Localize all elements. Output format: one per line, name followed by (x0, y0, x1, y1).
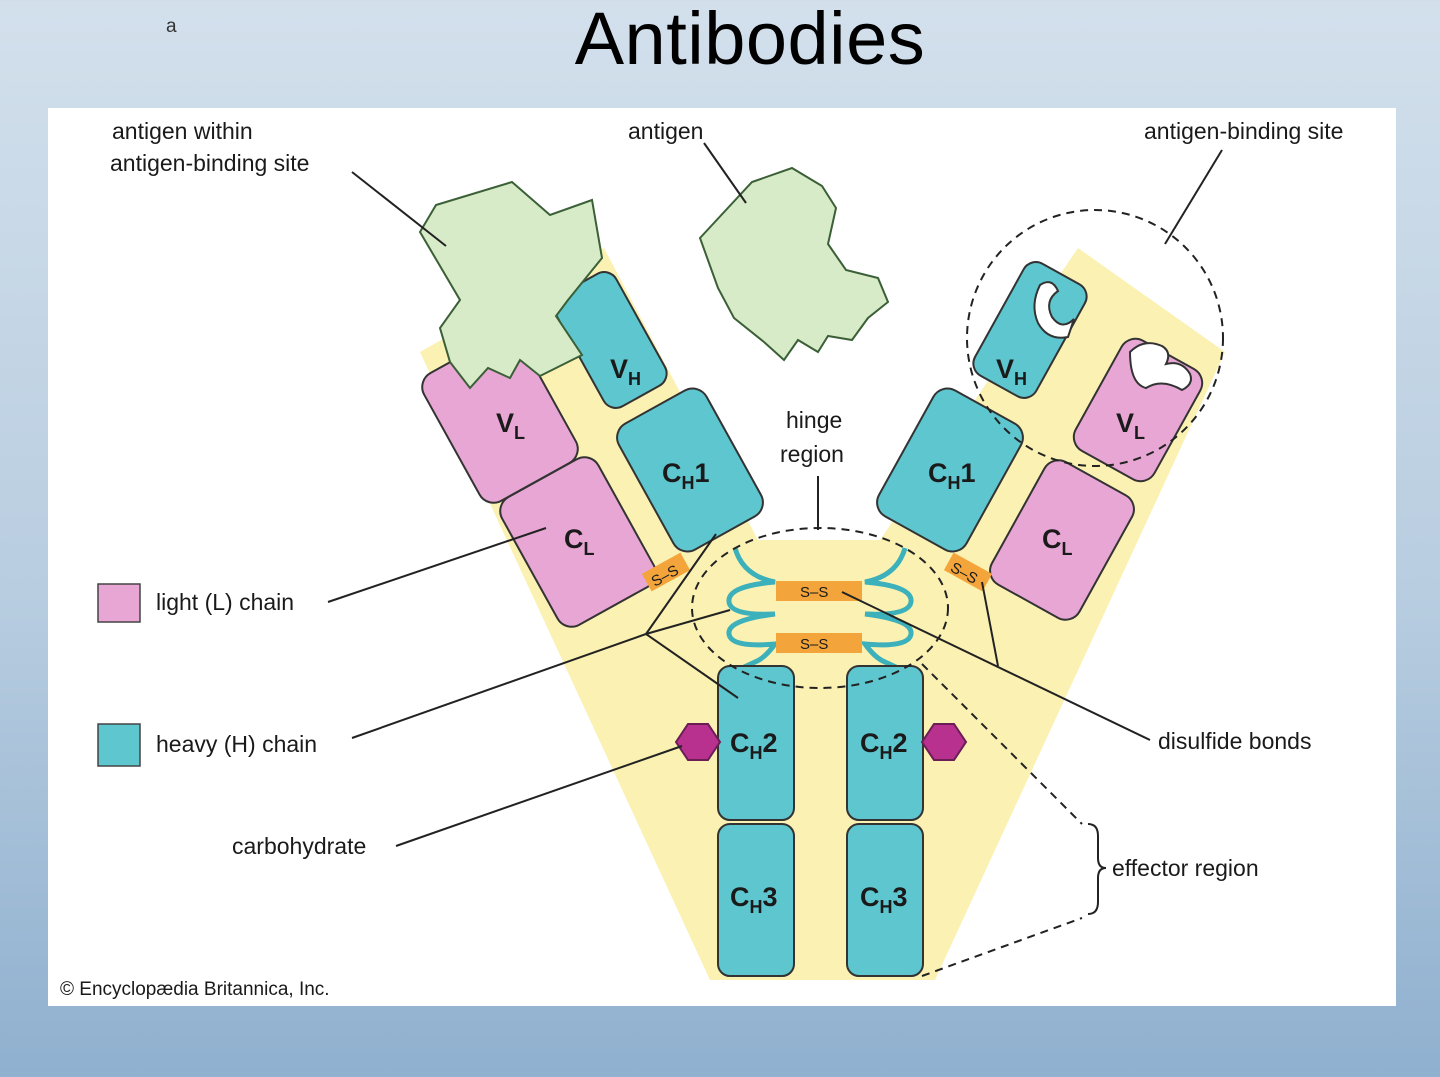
hinge-region-dashed-outline (691, 527, 949, 689)
hinge-bond-top-text: S–S (800, 584, 828, 601)
effector-dashed-bottom (921, 917, 1083, 977)
label-antigen: antigen (628, 118, 703, 144)
right-arm-heavy-chain (876, 261, 1088, 553)
label-disulfide-bonds: disulfide bonds (1158, 728, 1311, 754)
left-ch2-label: CH2 (730, 728, 778, 763)
leader-antigen-within (351, 171, 447, 247)
left-arm-heavy-chain (552, 271, 764, 553)
label-antigen-binding-site: antigen-binding site (1144, 118, 1343, 144)
leader-antigen-binding-site (1164, 149, 1223, 245)
left-hinge-chain (726, 547, 781, 671)
leader-heavy-chain-ch2 (645, 633, 739, 699)
left-vh-label: VH (610, 354, 641, 389)
label-heavy-chain: heavy (H) chain (156, 731, 317, 757)
effector-dashed-top (921, 663, 1083, 825)
label-antigen-within-line2: antigen-binding site (110, 150, 309, 176)
right-ch3-label: CH3 (860, 882, 908, 917)
left-ch3-domain (717, 823, 795, 977)
copyright-notice: © Encyclopædia Britannica, Inc. (60, 979, 330, 1000)
legend-heavy-chain-swatch (97, 723, 141, 767)
right-vh-binding-notch (1033, 281, 1075, 339)
left-ch1-label: CH1 (662, 458, 710, 493)
right-cl-label: CL (1042, 524, 1073, 559)
left-arm-disulfide-bond (641, 552, 691, 592)
leader-heavy-chain-hinge (645, 609, 731, 635)
leader-disulfide-bonds (841, 591, 1151, 741)
slide-title: Antibodies (574, 0, 926, 80)
antigen-bound-shape (418, 180, 604, 390)
left-vl-label: VL (496, 408, 525, 443)
left-ch3-label: CH3 (730, 882, 778, 917)
right-arm-disulfide-bond (943, 552, 993, 592)
right-ch2-label: CH2 (860, 728, 908, 763)
left-cl-label: CL (564, 524, 595, 559)
antigen-free-shape (698, 166, 890, 362)
label-antigen-within-line1: antigen within (112, 118, 253, 144)
leader-carbohydrate (395, 745, 683, 847)
right-hinge-chain (859, 547, 914, 671)
antigen-binding-site-dashed-outline (966, 209, 1224, 467)
effector-brace (1087, 823, 1107, 915)
label-light-chain: light (L) chain (156, 589, 294, 615)
left-cl-domain (499, 456, 657, 628)
right-ch1-label: CH1 (928, 458, 976, 493)
hinge-bond-bottom-text: S–S (800, 636, 828, 653)
hinge-disulfide-bond-top (776, 581, 862, 601)
right-vl-label: VL (1116, 408, 1145, 443)
leader-light-chain (327, 527, 547, 603)
label-hinge-line2: region (780, 441, 844, 467)
legend-light-chain-swatch (97, 583, 141, 623)
right-vl-binding-notch (1128, 342, 1192, 392)
hinge-disulfide-bond-bottom (776, 633, 862, 653)
right-vh-domain (972, 261, 1088, 399)
right-ch1-domain (876, 387, 1024, 553)
label-carbohydrate: carbohydrate (232, 833, 366, 859)
left-carbohydrate-hexagon (674, 723, 722, 761)
right-carbohydrate-hexagon (920, 723, 968, 761)
right-ch3-domain (846, 823, 924, 977)
label-effector-region: effector region (1112, 855, 1259, 881)
leader-disulfide-bonds-arm (981, 581, 999, 667)
leader-antigen (703, 142, 747, 204)
right-cl-domain (989, 459, 1135, 621)
slide-label: a (166, 16, 177, 37)
leader-lines (327, 142, 1223, 977)
right-vh-label: VH (996, 354, 1027, 389)
label-hinge-line1: hinge (786, 407, 842, 433)
left-ch1-domain (616, 387, 764, 553)
